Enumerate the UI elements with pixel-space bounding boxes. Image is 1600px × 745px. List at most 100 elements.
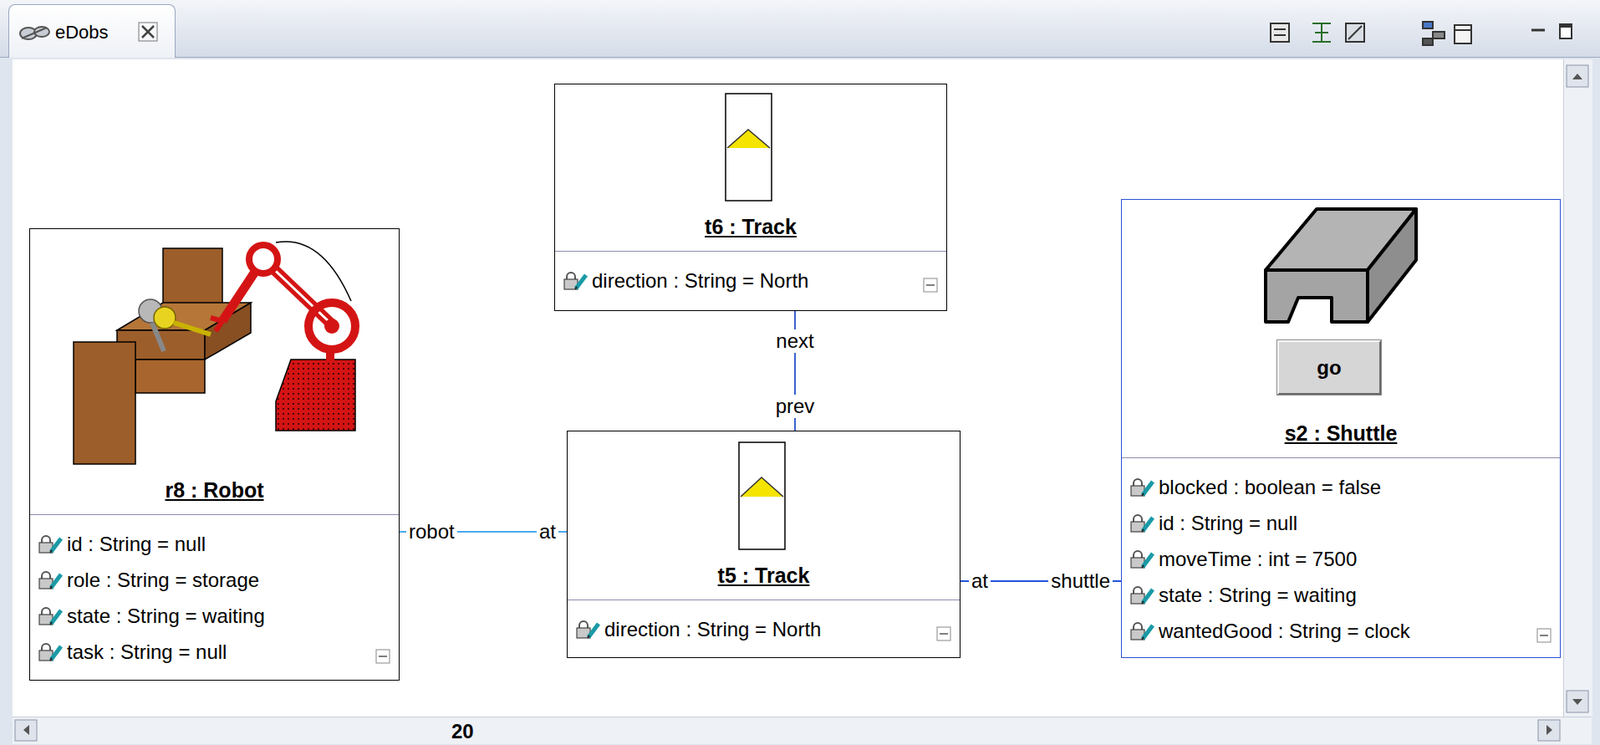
track-rail xyxy=(738,442,785,550)
role-name: robot xyxy=(406,519,458,544)
attribute-text: blocked : boolean = false xyxy=(1158,474,1381,500)
tab-title: eDobs xyxy=(55,21,109,44)
tool-icon xyxy=(1422,21,1433,29)
attribute-text: state : String = waiting xyxy=(1158,582,1357,608)
pencil-tip xyxy=(575,286,577,290)
key xyxy=(153,306,176,329)
role-name: prev xyxy=(773,394,818,418)
storage-box xyxy=(73,341,136,464)
attribute-text: state : String = waiting xyxy=(66,603,265,629)
lock-body xyxy=(39,614,53,625)
tool-icon xyxy=(1454,29,1472,31)
arm-joint xyxy=(324,318,340,334)
bar xyxy=(21,27,47,39)
object-name: t5 : Track xyxy=(567,562,960,588)
attribute-icon xyxy=(1128,621,1156,642)
pencil xyxy=(1142,625,1153,639)
scroll-button xyxy=(1566,690,1589,713)
scroll-arrow xyxy=(1572,698,1583,705)
pencil-tip xyxy=(1141,601,1144,604)
arm-joint xyxy=(308,302,356,350)
shuttle-front xyxy=(1265,270,1368,322)
track-icon xyxy=(738,442,785,550)
maximize-icon xyxy=(1559,24,1572,28)
collapse-box xyxy=(376,649,390,663)
tool-icon xyxy=(1273,34,1286,36)
role-name: at xyxy=(536,519,559,544)
compartment-divider xyxy=(567,599,960,601)
lock-body xyxy=(1131,521,1145,532)
object-name: t6 : Track xyxy=(555,214,947,240)
scroll-button xyxy=(15,719,37,741)
object-box: s2 : Shuttleblocked : boolean = falseid … xyxy=(1121,198,1561,658)
shuttle-picture xyxy=(1265,208,1417,322)
compartment-divider xyxy=(1121,457,1560,459)
collapse-minus xyxy=(378,655,388,658)
gripper xyxy=(210,317,223,332)
object-box: t6 : Track direction : String = North xyxy=(554,83,948,311)
lock-body xyxy=(1131,593,1145,604)
tab-icon xyxy=(20,26,50,40)
attribute-icon xyxy=(36,570,64,591)
scroll-arrows xyxy=(15,65,1589,741)
collapse-minus xyxy=(939,632,948,635)
role-name: next xyxy=(773,329,816,353)
tool-icon xyxy=(1312,23,1331,42)
attribute-icon xyxy=(1128,477,1156,498)
attribute-text: moveTime : int = 7500 xyxy=(1158,546,1357,572)
attribute-icon xyxy=(36,606,64,627)
role-name: shuttle xyxy=(1048,569,1113,593)
pencil xyxy=(50,574,62,588)
pencil xyxy=(1142,481,1153,495)
tool-icon xyxy=(1348,25,1362,40)
attribute-icon xyxy=(1128,549,1156,570)
track-icon xyxy=(725,93,772,201)
tool-icon xyxy=(1432,31,1445,39)
tool-icon xyxy=(1345,23,1365,42)
scroll-button xyxy=(1566,65,1589,87)
scroll-arrow xyxy=(1572,73,1583,80)
collapse-icon xyxy=(1536,627,1552,643)
attribute-icon xyxy=(36,534,64,555)
attribute-icon xyxy=(1128,513,1156,534)
arm-joint xyxy=(249,244,278,274)
close-stroke xyxy=(142,25,154,38)
collapse-box xyxy=(923,278,938,292)
lock-body xyxy=(1131,557,1145,568)
lock-body xyxy=(1131,485,1145,496)
scroll-arrow xyxy=(1546,724,1553,735)
pencil xyxy=(50,646,62,660)
toolbar-icons xyxy=(1270,21,1572,46)
pencil-tip xyxy=(50,657,52,661)
collapse-minus xyxy=(926,284,935,286)
attribute-text: role : String = storage xyxy=(66,567,260,593)
attribute-icon xyxy=(561,270,589,291)
object-name: r8 : Robot xyxy=(30,477,399,503)
pencil-tip xyxy=(1141,636,1144,640)
attribute-text: task : String = null xyxy=(66,639,227,665)
pencil-tip xyxy=(50,550,52,553)
collapse-icon xyxy=(922,277,938,293)
pencil xyxy=(1142,589,1153,603)
arm-outline xyxy=(275,241,352,301)
attribute-text: wantedGood : String = clock xyxy=(1158,618,1411,644)
pencil xyxy=(50,610,62,624)
attribute-text: id : String = null xyxy=(66,531,206,557)
close-box xyxy=(138,22,158,41)
pencil-tip xyxy=(50,621,52,625)
pencil xyxy=(588,623,599,637)
tool-icon xyxy=(1422,38,1433,46)
direction-arrow xyxy=(727,129,770,148)
collapse-box xyxy=(1537,628,1551,643)
direction-arrow xyxy=(740,477,784,497)
track-rail xyxy=(725,93,772,201)
tool-icon xyxy=(1270,23,1290,42)
attribute-icon xyxy=(36,642,64,663)
collapse-icon xyxy=(936,626,952,642)
direction-arrow xyxy=(740,477,784,497)
shelf-step xyxy=(135,359,205,393)
attribute-text: direction : String = North xyxy=(591,268,809,294)
compartment-divider xyxy=(555,250,947,252)
robot-picture xyxy=(73,241,356,464)
